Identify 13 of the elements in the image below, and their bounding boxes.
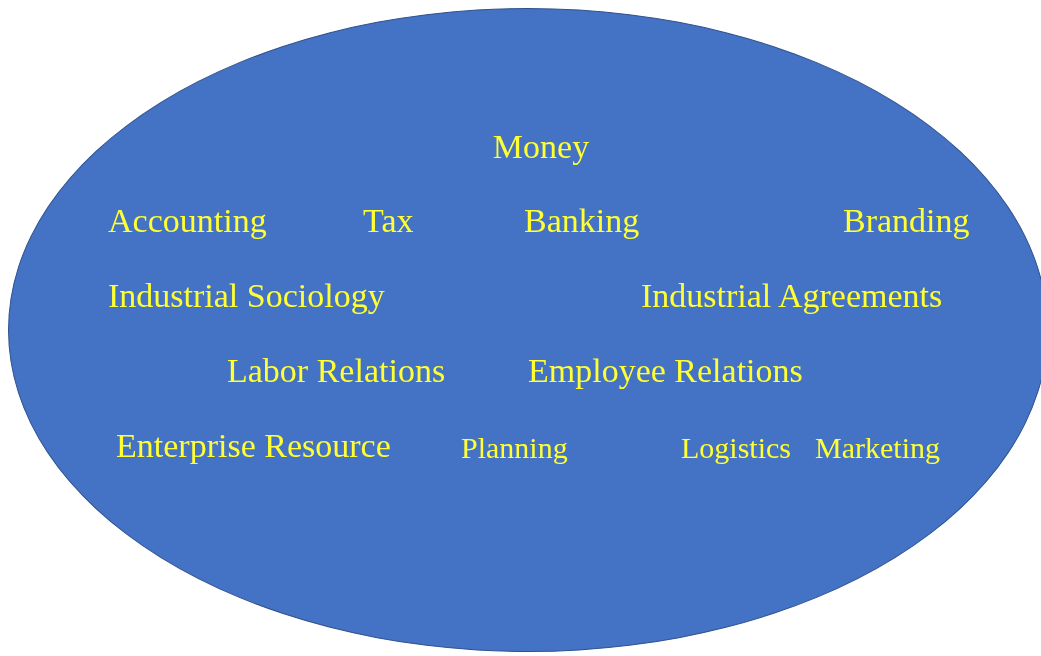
- term-label: Labor Relations: [227, 354, 446, 389]
- term-label: Tax: [363, 204, 414, 239]
- term-label: Money: [492, 130, 590, 165]
- term-label: Enterprise Resource: [116, 429, 391, 464]
- term-label: Industrial Sociology: [108, 279, 385, 314]
- term-label: Industrial Agreements: [641, 279, 943, 314]
- term-label: Logistics: [681, 432, 791, 463]
- term-label: Accounting: [108, 204, 267, 239]
- term-label: Marketing: [815, 432, 940, 463]
- term-label: Employee Relations: [528, 354, 803, 389]
- term-label: Banking: [524, 204, 640, 239]
- term-label: Branding: [843, 204, 970, 239]
- term-label: Planning: [461, 432, 568, 463]
